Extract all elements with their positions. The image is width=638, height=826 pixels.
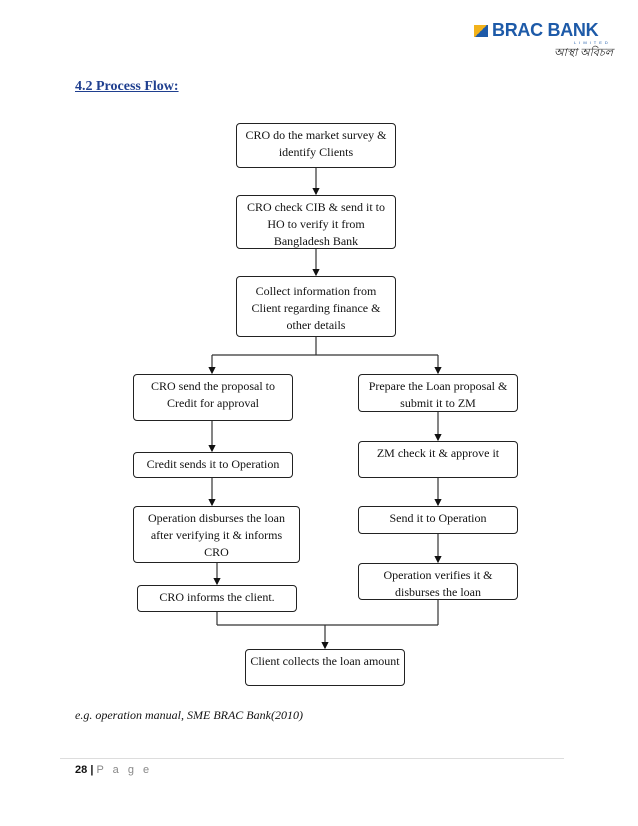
left-step-cro-informs: CRO informs the client. (137, 585, 297, 612)
source-caption: e.g. operation manual, SME BRAC Bank(201… (75, 708, 303, 722)
section-title: 4.2 Process Flow: (75, 79, 179, 94)
brac-bank-logo: BRAC BANK LIMITED আস্থা অবিচল (474, 20, 624, 62)
footer-separator: | (90, 764, 94, 776)
step-market-survey: CRO do the market survey & identify Clie… (236, 123, 396, 168)
page-label: P a g e (96, 764, 153, 776)
right-step-send-operation: Send it to Operation (358, 506, 518, 534)
final-step-client-collects: Client collects the loan amount (245, 649, 405, 686)
step-collect-info: Collect information from Client regardin… (236, 276, 396, 337)
footer-divider (60, 758, 564, 759)
left-step-send-proposal: CRO send the proposal to Credit for appr… (133, 374, 293, 421)
page-footer: 28 | P a g e (75, 764, 152, 776)
page-number: 28 (75, 764, 88, 776)
right-step-operation-verifies: Operation verifies it & disburses the lo… (358, 563, 518, 600)
step-check-cib: CRO check CIB & send it to HO to verify … (236, 195, 396, 249)
left-step-credit-sends: Credit sends it to Operation (133, 452, 293, 478)
logo-sub: LIMITED (574, 40, 611, 45)
logo-mark-icon (474, 25, 488, 37)
logo-text: BRAC BANK (492, 20, 599, 40)
logo-tagline: আস্থা অবিচল (554, 47, 613, 59)
right-step-prepare-proposal: Prepare the Loan proposal & submit it to… (358, 374, 518, 412)
left-step-operation-disburses: Operation disburses the loan after verif… (133, 506, 300, 563)
right-step-zm-approve: ZM check it & approve it (358, 441, 518, 478)
